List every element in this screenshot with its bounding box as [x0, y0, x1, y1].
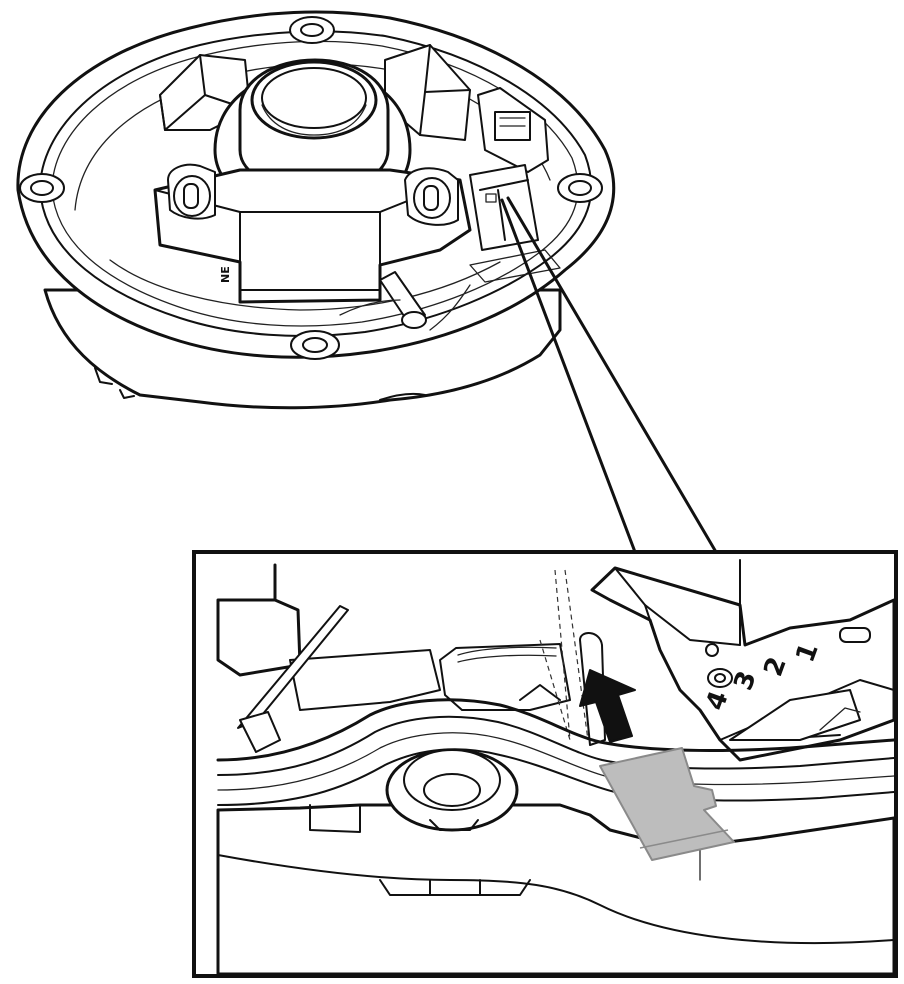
lens-dome	[213, 58, 412, 217]
microsd-card	[599, 747, 735, 861]
callout-leader	[500, 196, 718, 554]
camera-housing: NE	[16, 10, 616, 410]
right-tilt-knob	[404, 167, 459, 226]
screw-boss-right	[557, 173, 603, 203]
callout-zoom-box: 1 2 3 4	[192, 550, 898, 978]
zoom-screw-boss	[385, 748, 519, 832]
screw-boss-bottom	[290, 330, 340, 360]
zoom-card-slot	[439, 643, 571, 711]
insert-arrow-shape	[579, 669, 636, 743]
insertion-guide-lines	[539, 569, 589, 741]
screw-boss-left	[19, 173, 65, 203]
device-mark: NE	[219, 266, 232, 283]
front-pin	[379, 271, 427, 329]
screw-boss-top	[289, 16, 335, 44]
zoom-pin	[237, 605, 349, 753]
front-block	[153, 168, 472, 304]
left-tilt-knob	[167, 163, 216, 220]
microsd-card-body	[599, 747, 735, 861]
insert-arrow	[579, 669, 636, 743]
